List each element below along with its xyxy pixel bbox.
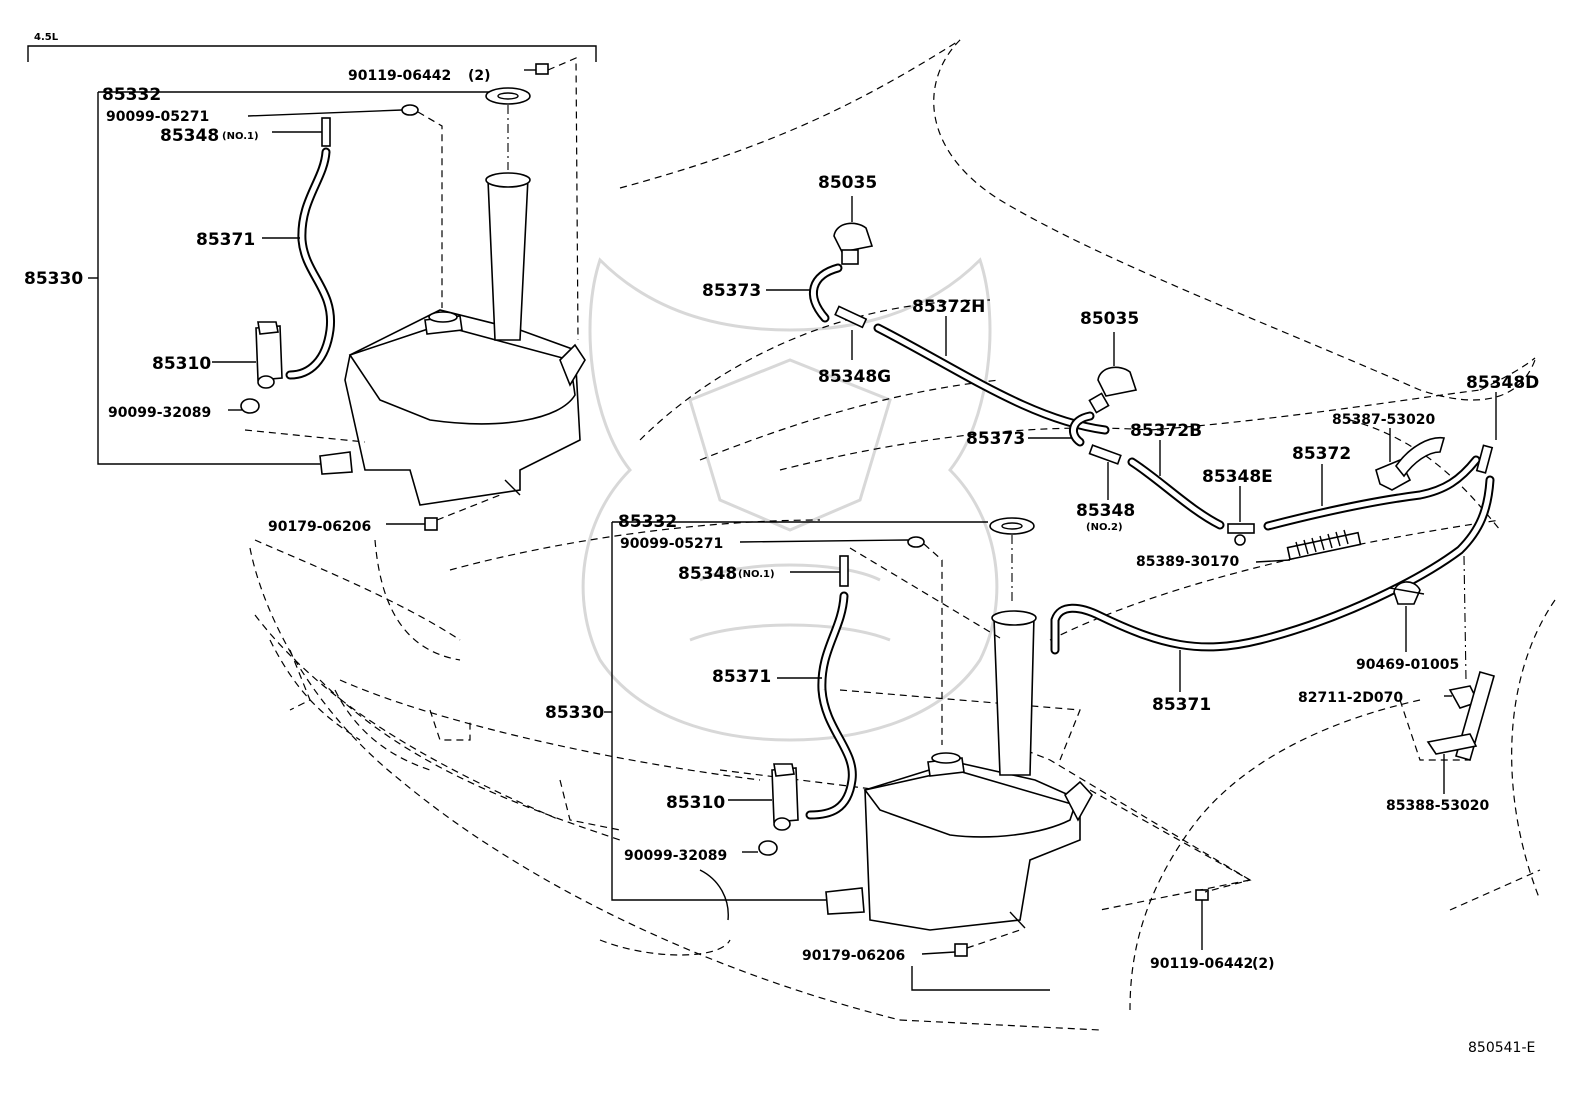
label-upper-motor-grommet: 90099-32089 <box>108 405 211 421</box>
label-lower-cap-gasket: 85332 <box>618 512 677 532</box>
label-hose-left: 85373 <box>702 281 761 301</box>
protector-coil <box>1286 529 1362 561</box>
label-clamp-upper: 85387-53020 <box>1332 412 1435 428</box>
joint-g <box>834 305 868 329</box>
clamp-lower <box>1426 733 1478 755</box>
diagram-reference-code: 850541-E <box>1468 1040 1535 1056</box>
lower-nut <box>954 943 968 957</box>
nozzle-right <box>1088 366 1138 414</box>
upper-washer-assembly: 90119-06442 (2) 85332 90099-05271 85348 … <box>24 57 586 535</box>
label-clip: 90469-01005 <box>1356 657 1459 673</box>
upper-grommet <box>401 104 419 116</box>
hose-h <box>873 323 1110 435</box>
lower-motor-grommet <box>758 840 778 856</box>
label-hose-main: 85372 <box>1292 444 1351 464</box>
upper-motor-grommet <box>240 398 260 414</box>
upper-cap-gasket <box>485 87 531 105</box>
label-lower-motor: 85310 <box>666 793 725 813</box>
vehicle-body-outline <box>249 39 1556 1031</box>
label-upper-grommet: 90099-05271 <box>106 109 209 125</box>
label-upper-joint-no: (NO.1) <box>222 131 259 142</box>
upper-washer-motor <box>255 321 283 389</box>
variant-bracket: 4.5L <box>27 32 597 62</box>
lower-washer-tank <box>825 610 1093 931</box>
joint-e <box>1227 523 1255 546</box>
label-upper-assembly: 85330 <box>24 269 83 289</box>
lower-joint <box>839 555 849 587</box>
label-lower-bolt: 90119-06442 <box>1150 956 1253 972</box>
label-hose-right: 85373 <box>966 429 1025 449</box>
label-hose-lower: 85371 <box>1152 695 1211 715</box>
label-lower-joint-no: (NO.1) <box>738 569 775 580</box>
label-joint-g: 85348G <box>818 367 891 387</box>
label-hose-b: 85372B <box>1130 421 1202 441</box>
label-lower-hose: 85371 <box>712 667 771 687</box>
upper-joint <box>321 117 331 147</box>
label-lower-assembly: 85330 <box>545 703 604 723</box>
hood-hose-routing: 85035 85373 85372H 85348G 85035 85373 85… <box>702 173 1539 814</box>
label-upper-bolt: 90119-06442 <box>348 68 451 84</box>
upper-washer-tank <box>319 172 586 506</box>
clip-90469 <box>1389 581 1425 605</box>
label-upper-cap-gasket: 85332 <box>102 85 161 105</box>
label-nozzle-right: 85035 <box>1080 309 1139 329</box>
nozzle-left <box>833 222 874 265</box>
label-lower-nut: 90179-06206 <box>802 948 905 964</box>
label-upper-motor: 85310 <box>152 354 211 374</box>
label-nozzle-left: 85035 <box>818 173 877 193</box>
label-joint-no2-sub: (NO.2) <box>1086 522 1123 533</box>
upper-bolt <box>524 63 549 75</box>
label-joint-no2: 85348 <box>1076 501 1135 521</box>
lower-washer-assembly: 85332 90099-05271 85348 (NO.1) 85371 853… <box>545 512 1275 991</box>
upper-nut <box>424 517 438 531</box>
joint-no2 <box>1088 444 1122 465</box>
label-upper-bolt-qty: (2) <box>468 68 491 84</box>
joint-d <box>1475 444 1494 474</box>
variant-label: 4.5L <box>34 32 59 43</box>
lower-washer-motor <box>771 763 799 831</box>
label-lower-joint: 85348 <box>678 564 737 584</box>
label-joint-e: 85348E <box>1202 467 1273 487</box>
label-protector: 85389-30170 <box>1136 554 1239 570</box>
label-upper-nut: 90179-06206 <box>268 519 371 535</box>
label-clip-b: 82711-2D070 <box>1298 690 1403 706</box>
clamp-upper <box>1375 437 1446 491</box>
watermark <box>581 257 999 742</box>
lower-bolt <box>1195 889 1209 912</box>
label-lower-motor-grommet: 90099-32089 <box>624 848 727 864</box>
lower-grommet <box>907 536 925 548</box>
lower-cap-gasket <box>989 517 1035 535</box>
label-upper-hose: 85371 <box>196 230 255 250</box>
label-joint-d: 85348D <box>1466 373 1539 393</box>
label-lower-grommet: 90099-05271 <box>620 536 723 552</box>
label-hose-h: 85372H <box>912 297 985 317</box>
label-upper-joint: 85348 <box>160 126 219 146</box>
label-lower-bolt-qty: (2) <box>1252 956 1275 972</box>
label-clamp-lower: 85388-53020 <box>1386 798 1489 814</box>
